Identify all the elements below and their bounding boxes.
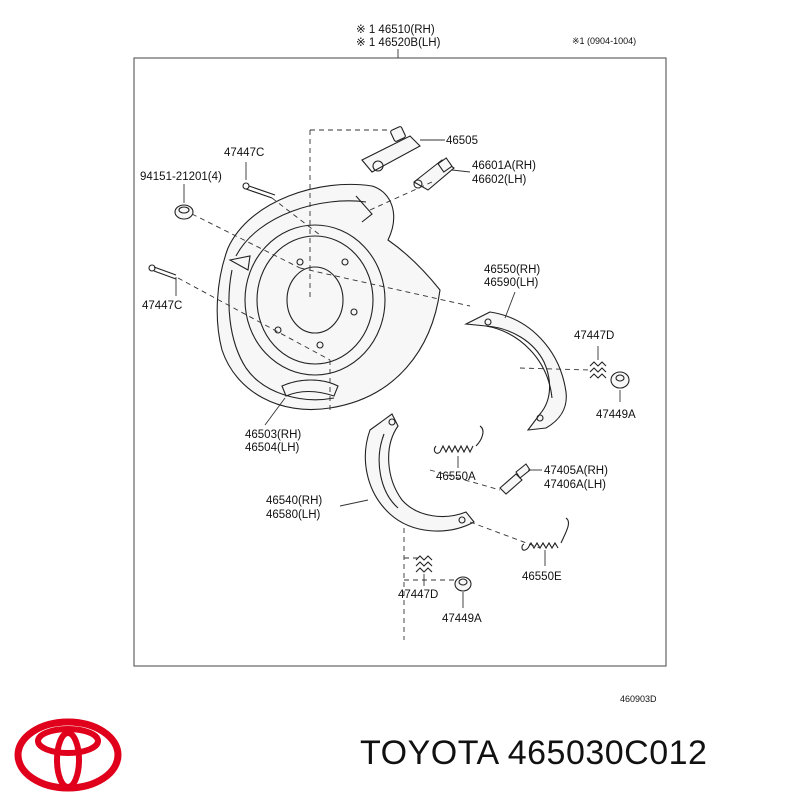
backing-plate [216, 183, 441, 411]
label-47447c-left: 47447C [142, 300, 182, 312]
assembly-lines [177, 129, 591, 640]
label-47449a-right: 47449A [596, 409, 636, 421]
spring-47447d-bottom [415, 555, 433, 573]
label-46550: 46550(RH) [484, 264, 540, 276]
brand-part-number: TOYOTA 465030C012 [360, 734, 708, 772]
label-46580: 46580(LH) [266, 509, 321, 521]
diagram-frame [133, 57, 667, 667]
label-46590: 46590(LH) [484, 277, 539, 289]
label-46505: 46505 [446, 135, 478, 147]
adjuster-assembly [413, 157, 455, 191]
label-46550e: 46550E [522, 571, 562, 583]
label-46601a: 46601A(RH) [472, 160, 536, 172]
bolt-47447c-left [148, 264, 177, 280]
label-46503: 46503(RH) [245, 429, 301, 441]
label-94151: 94151-21201(4) [140, 171, 222, 183]
spring-47447d-right [589, 361, 607, 379]
toyota-logo-icon [14, 718, 122, 792]
label-47449a-bottom: 47449A [442, 613, 482, 625]
label-47447d-bottom: 47447D [398, 589, 438, 601]
figure-code: 460903D [620, 694, 657, 704]
label-47447c-top: 47447C [224, 147, 264, 159]
label-47447d-right: 47447D [574, 330, 614, 342]
cup-47449a-bottom [454, 576, 472, 592]
parking-brake-strut [361, 126, 421, 173]
adjuster-screw-47405a [499, 463, 531, 495]
bolt-47447c-top [242, 182, 276, 199]
label-46550a: 46550A [436, 471, 476, 483]
label-46602: 46602(LH) [472, 174, 527, 186]
variant-note: ※1 (0904-1004) [572, 36, 636, 46]
brake-shoe-lower [364, 413, 475, 532]
spring-46550e [521, 517, 570, 551]
label-47405a: 47405A(RH) [544, 465, 608, 477]
spring-46550a [433, 425, 484, 454]
label-46504: 46504(LH) [245, 442, 300, 454]
brake-shoe-upper [464, 311, 567, 431]
top-label-2: ※ 1 46520B(LH) [356, 37, 441, 49]
cup-47449a-right [610, 371, 630, 389]
top-label-1: ※ 1 46510(RH) [356, 24, 435, 36]
nut-94151 [174, 204, 194, 220]
label-46540: 46540(RH) [266, 495, 322, 507]
label-47406a: 47406A(LH) [544, 479, 606, 491]
